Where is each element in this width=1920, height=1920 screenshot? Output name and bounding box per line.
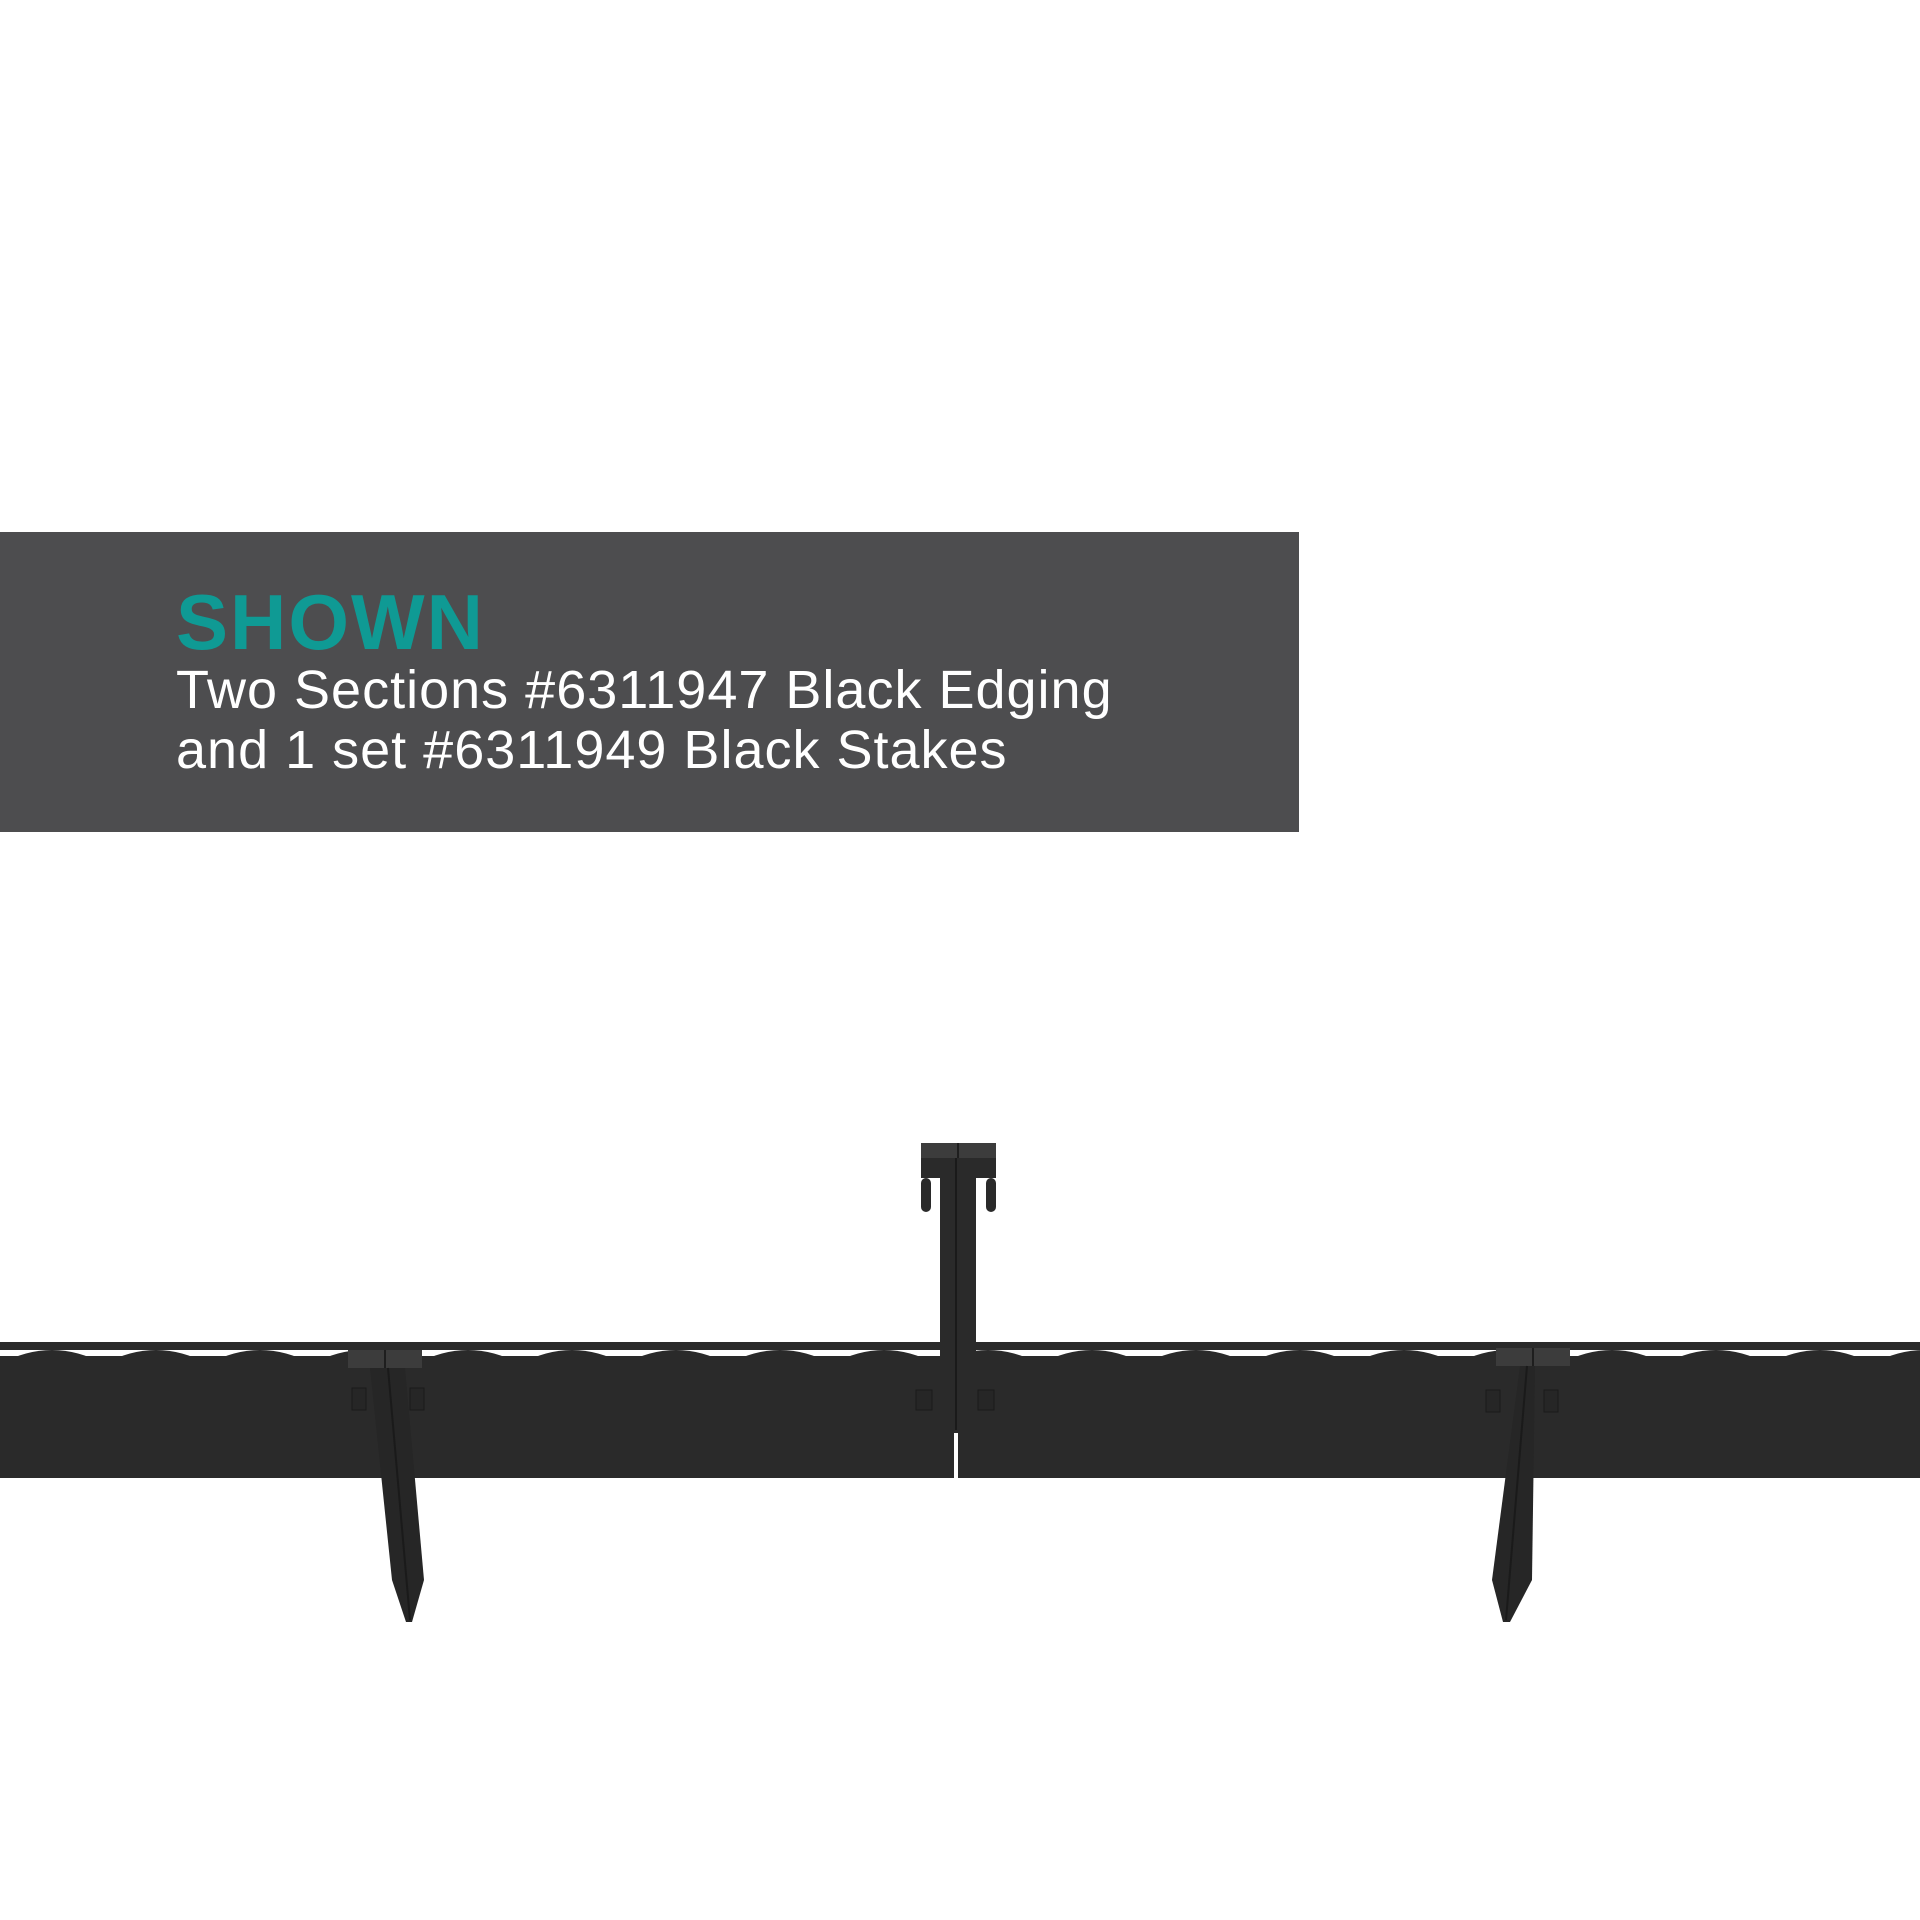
stake-center: [915, 1143, 996, 1433]
banner-text: SHOWN Two Sections #6311947 Black Edging…: [176, 578, 1113, 780]
edging-section-right: [958, 1342, 1920, 1478]
banner-title: SHOWN: [176, 578, 485, 666]
info-banner: SHOWN Two Sections #6311947 Black Edging…: [0, 532, 1299, 832]
edging-product-image: [0, 1143, 1920, 1622]
stake-right: [1485, 1348, 1570, 1622]
edging-section-left: [0, 1342, 954, 1478]
stake-left: [348, 1350, 425, 1622]
banner-line-1: Two Sections #6311947 Black Edging: [176, 660, 1113, 720]
banner-line-2: and 1 set #6311949 Black Stakes: [176, 720, 1008, 780]
